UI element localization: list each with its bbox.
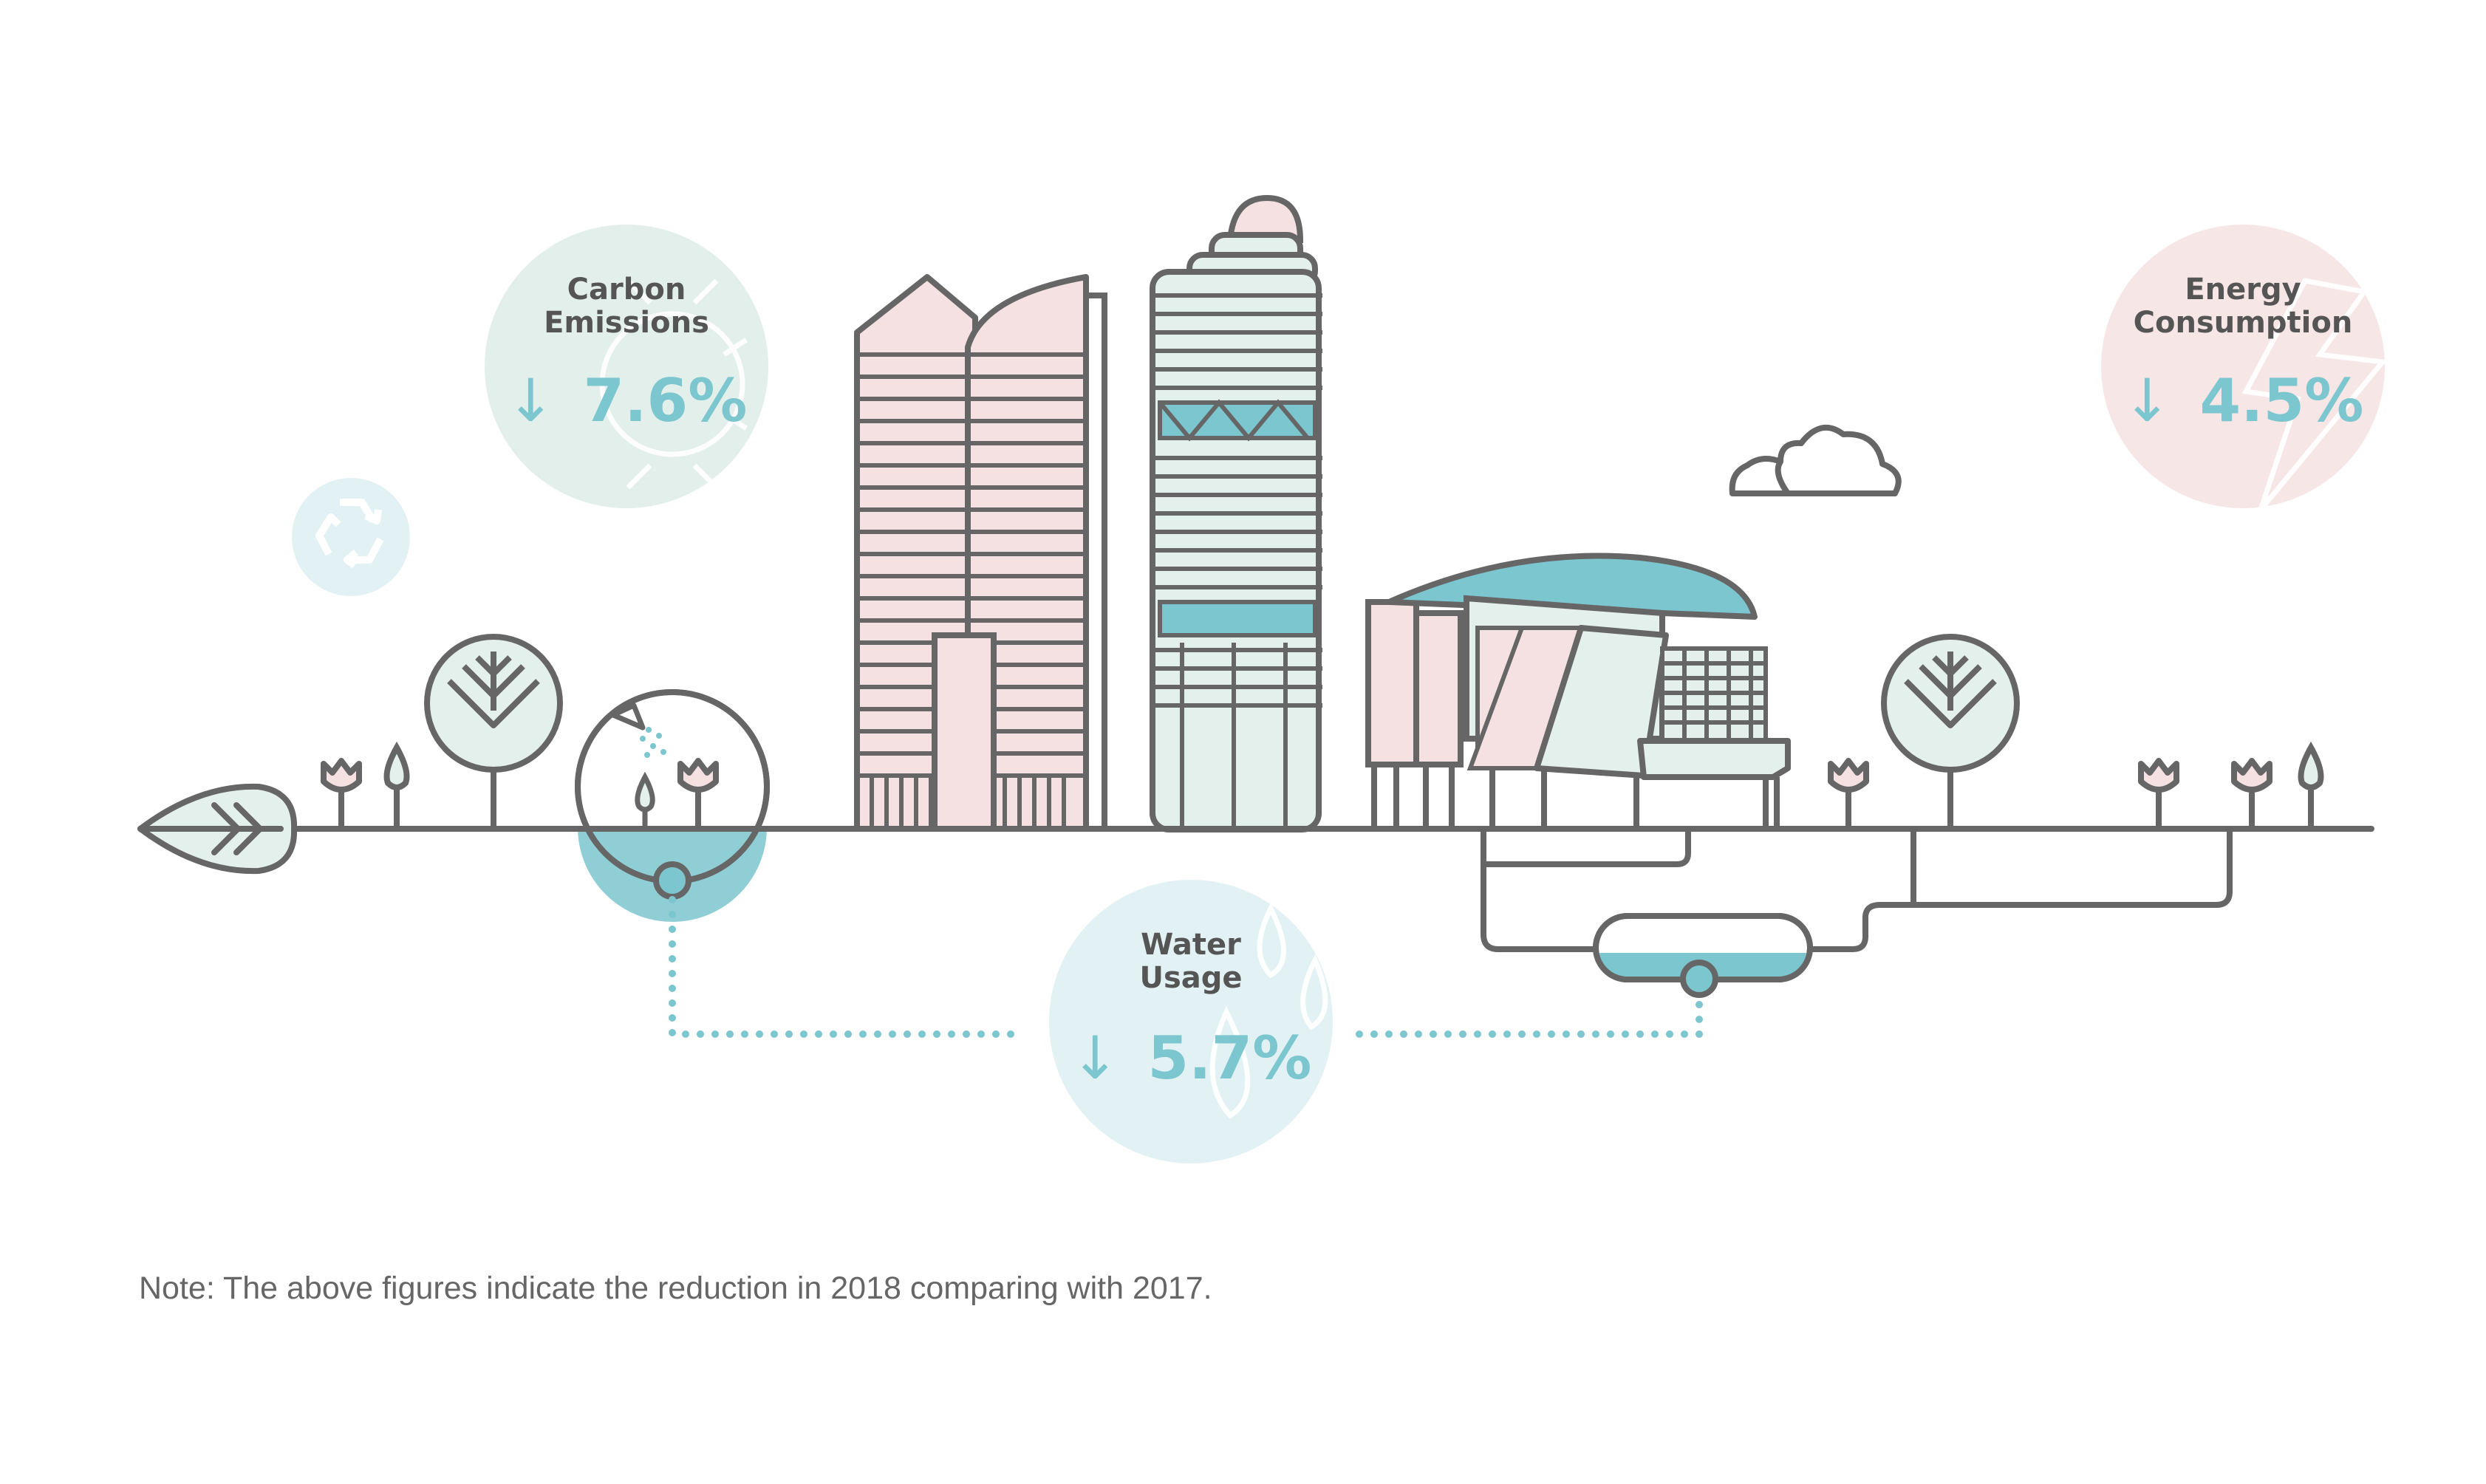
metric-value: 4.5% (2200, 366, 2364, 435)
metric-title: Energy (2185, 273, 2301, 307)
water-flow-line (669, 896, 1027, 1038)
metric-value: 5.7% (1148, 1024, 1312, 1093)
pond-outlet (653, 861, 691, 900)
metric-title: Usage (1139, 961, 1242, 995)
metric-carbon-emissions: Carbon Emissions ↓ 7.6% (506, 273, 748, 435)
recycle-badge (292, 478, 410, 596)
leaf-icon (137, 783, 298, 875)
metric-water-usage: Water Usage ↓ 5.7% (1070, 928, 1312, 1093)
svg-text:↓ 4.5%: ↓ 4.5% (2123, 366, 2364, 435)
carbon-circle (485, 225, 768, 508)
convention-building (1365, 553, 1791, 829)
lightning-icon (2241, 278, 2388, 512)
metric-value: 7.6% (584, 366, 748, 435)
metric-title: Consumption (2134, 306, 2353, 340)
pipe-network (1481, 829, 2233, 952)
down-arrow-icon: ↓ (2123, 366, 2172, 435)
twin-tower-building (854, 274, 1107, 832)
footnote: Note: The above figures indicate the red… (139, 1271, 1212, 1306)
down-arrow-icon: ↓ (506, 366, 556, 435)
watering-can-icon (610, 702, 666, 758)
water-flow-line (1356, 990, 1703, 1038)
recycle-icon (315, 499, 384, 569)
water-drop-icon (1209, 903, 1328, 1119)
svg-text:↓ 5.7%: ↓ 5.7% (1070, 1024, 1312, 1093)
water-circle (1049, 880, 1333, 1163)
metric-title: Emissions (544, 306, 709, 340)
metric-title: Water (1141, 928, 1241, 962)
svg-text:↓ 7.6%: ↓ 7.6% (506, 366, 748, 435)
sun-icon (599, 278, 748, 490)
metric-title: Carbon (567, 273, 686, 307)
round-tower-building (1150, 194, 1322, 832)
pond-sprout-icon (635, 771, 655, 829)
tank-outlet (1680, 960, 1718, 998)
metric-energy-consumption: Energy Consumption ↓ 4.5% (2123, 273, 2364, 435)
energy-circle (2101, 225, 2385, 508)
cloud-icon (1729, 425, 1902, 496)
down-arrow-icon: ↓ (1070, 1024, 1120, 1093)
